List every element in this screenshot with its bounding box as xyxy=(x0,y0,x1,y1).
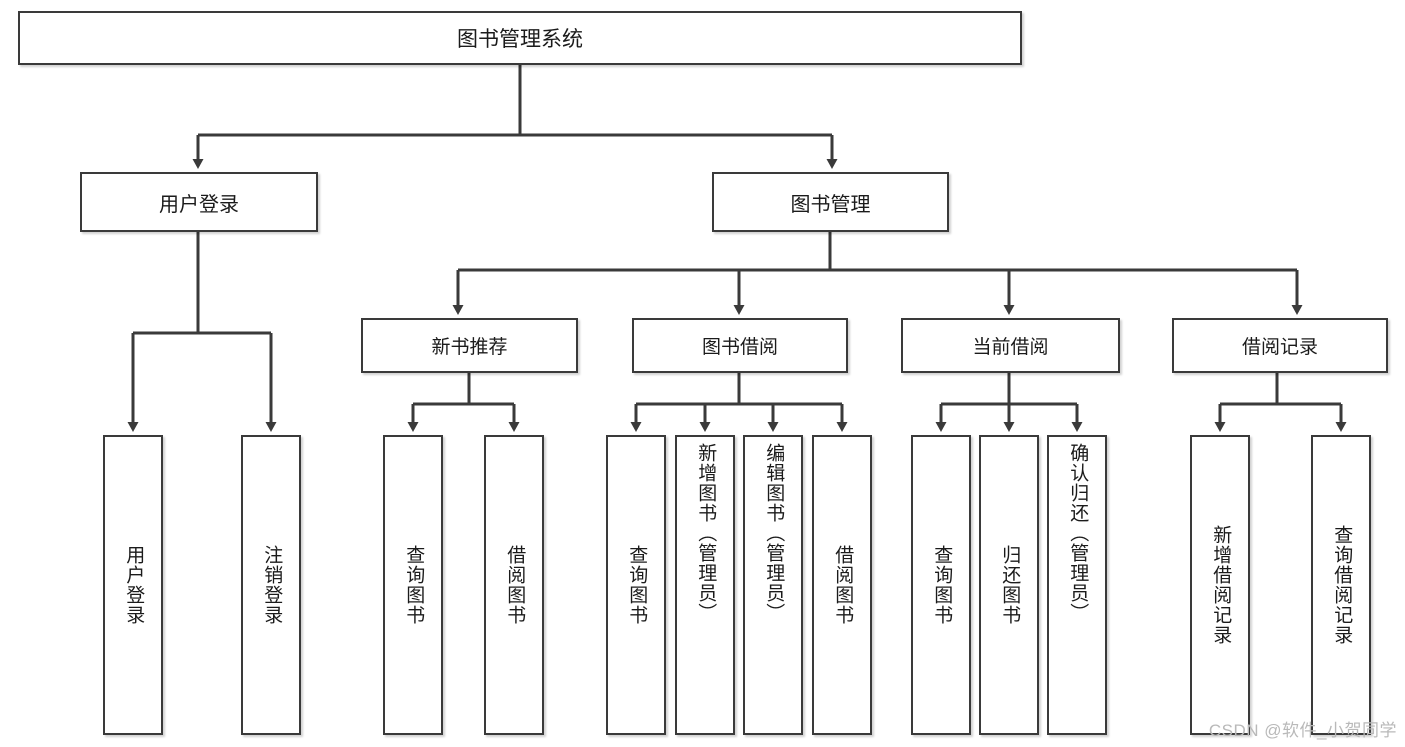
node-borrow-record-label: 借阅记录 xyxy=(1241,337,1318,358)
leaf-borrow-borrow-book-label: 借阅图书 xyxy=(832,545,854,625)
leaf-user-login[interactable]: 用户登录 xyxy=(103,435,163,735)
leaf-user-login-label: 用户登录 xyxy=(123,545,145,625)
csdn-watermark: CSDN @软件_小贺同学 xyxy=(1208,721,1397,740)
leaf-recommend-borrow-book[interactable]: 借阅图书 xyxy=(484,435,544,735)
leaf-current-confirm-return-label: 确认归还（管理员） xyxy=(1067,443,1089,623)
leaf-recommend-query-book-label: 查询图书 xyxy=(403,545,425,625)
node-root-label: 图书管理系统 xyxy=(457,28,583,51)
leaf-current-confirm-return[interactable]: 确认归还（管理员） xyxy=(1047,435,1107,735)
leaf-borrow-edit-book[interactable]: 编辑图书（管理员） xyxy=(743,435,803,735)
leaf-record-add-record-label: 新增借阅记录 xyxy=(1210,525,1232,645)
node-current-borrow-label: 当前借阅 xyxy=(972,337,1049,358)
node-new-book-recommend[interactable]: 新书推荐 xyxy=(361,318,578,373)
leaf-borrow-query-book-label: 查询图书 xyxy=(626,545,648,625)
node-current-borrow[interactable]: 当前借阅 xyxy=(901,318,1120,373)
node-book-management[interactable]: 图书管理 xyxy=(712,172,949,232)
leaf-user-logout-label: 注销登录 xyxy=(261,545,283,625)
leaf-recommend-borrow-book-label: 借阅图书 xyxy=(504,545,526,625)
leaf-borrow-query-book[interactable]: 查询图书 xyxy=(606,435,666,735)
node-new-book-recommend-label: 新书推荐 xyxy=(431,337,508,358)
leaf-current-return-book-label: 归还图书 xyxy=(999,545,1021,625)
leaf-user-logout[interactable]: 注销登录 xyxy=(241,435,301,735)
leaf-borrow-borrow-book[interactable]: 借阅图书 xyxy=(812,435,872,735)
leaf-borrow-add-book[interactable]: 新增图书（管理员） xyxy=(675,435,735,735)
node-book-borrow[interactable]: 图书借阅 xyxy=(632,318,848,373)
leaf-recommend-query-book[interactable]: 查询图书 xyxy=(383,435,443,735)
node-book-borrow-label: 图书借阅 xyxy=(701,337,778,358)
node-book-management-label: 图书管理 xyxy=(790,193,871,216)
leaf-current-query-book[interactable]: 查询图书 xyxy=(911,435,971,735)
leaf-record-add-record[interactable]: 新增借阅记录 xyxy=(1190,435,1250,735)
leaf-borrow-edit-book-label: 编辑图书（管理员） xyxy=(763,443,785,623)
leaf-current-query-book-label: 查询图书 xyxy=(931,545,953,625)
node-user-login[interactable]: 用户登录 xyxy=(80,172,318,232)
leaf-borrow-add-book-label: 新增图书（管理员） xyxy=(695,443,717,623)
node-user-login-label: 用户登录 xyxy=(159,193,239,216)
leaf-record-query-record[interactable]: 查询借阅记录 xyxy=(1311,435,1371,735)
node-root[interactable]: 图书管理系统 xyxy=(18,11,1022,65)
node-borrow-record[interactable]: 借阅记录 xyxy=(1172,318,1388,373)
leaf-current-return-book[interactable]: 归还图书 xyxy=(979,435,1039,735)
leaf-record-query-record-label: 查询借阅记录 xyxy=(1331,525,1353,645)
